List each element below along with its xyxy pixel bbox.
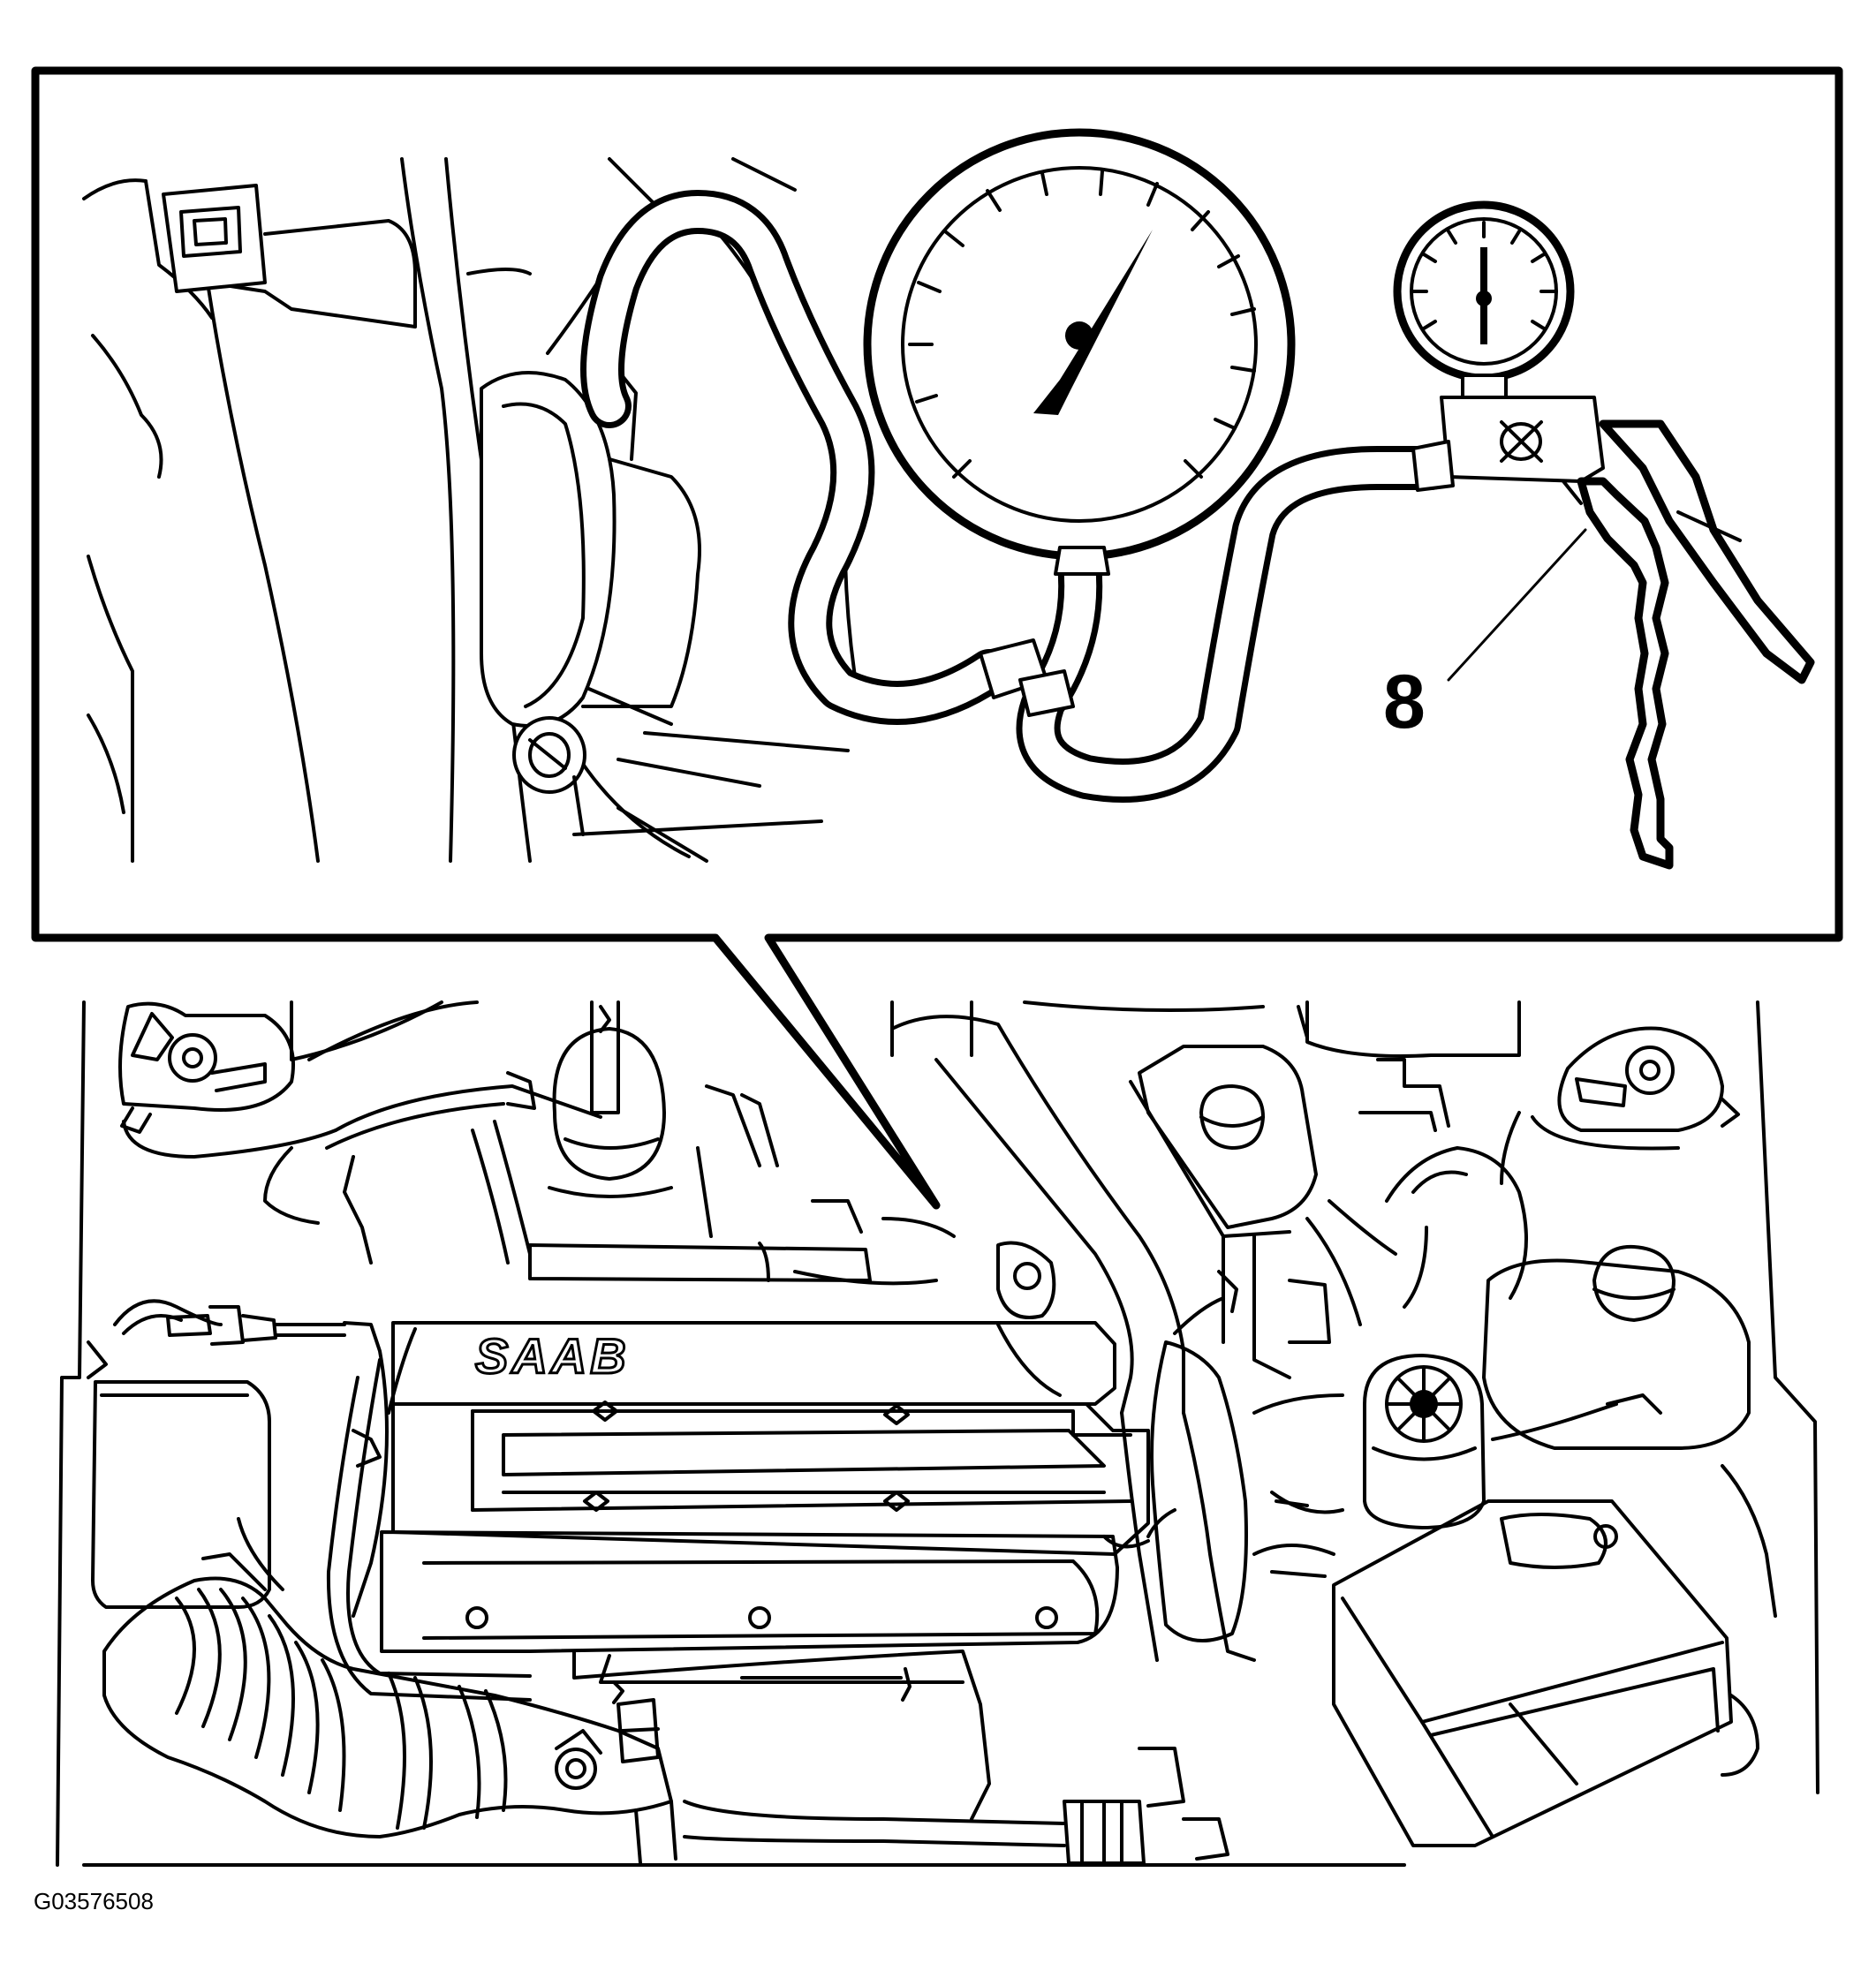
gauge-ticks: [908, 170, 1256, 479]
vacuum-hose: [580, 190, 1453, 803]
oil-filler-cap: [548, 1027, 673, 1198]
lower-engine-cover: [380, 1530, 1119, 1653]
inset-bolt: [512, 716, 586, 836]
inset-frame: [31, 66, 1843, 1210]
callout-label-8: 8: [1383, 660, 1426, 744]
valve-cover: [391, 1321, 1150, 1556]
fuel-rail: [325, 1071, 1056, 1319]
inset-connector: [162, 184, 267, 293]
power-steering-reservoir: [1363, 1354, 1486, 1529]
hose-t-fitting: [979, 638, 1075, 717]
pump-handle: [1599, 419, 1815, 684]
hand-vacuum-pump-icon: [1393, 200, 1815, 870]
coolant-pipe: [683, 1747, 1229, 1865]
coolant-reservoir: [1482, 1244, 1751, 1450]
inset-engine-structure: [82, 157, 859, 863]
pressure-gauge-icon: [863, 128, 1296, 576]
intake-tube: [890, 1015, 1256, 1662]
fuse-box: [87, 1299, 271, 1609]
inset-detail: [31, 66, 1843, 1210]
saab-logo: SAAB: [474, 1328, 630, 1384]
throttle-body: [555, 1698, 677, 1865]
sensor-cable: [166, 1305, 389, 1618]
engine-bay: [56, 1000, 1819, 1867]
strut-tower-left: [118, 1001, 337, 1159]
brake-fluid-reservoir: [1129, 1045, 1318, 1238]
callout-leader-line: [1447, 528, 1587, 682]
figure-code: G03576508: [34, 1888, 154, 1914]
battery: [1332, 1499, 1733, 1847]
air-intake-hose: [102, 1517, 673, 1838]
strut-tower-right: [1531, 1026, 1740, 1151]
inset-intake-pipe: [480, 369, 701, 728]
pump-grip: [1577, 477, 1674, 870]
